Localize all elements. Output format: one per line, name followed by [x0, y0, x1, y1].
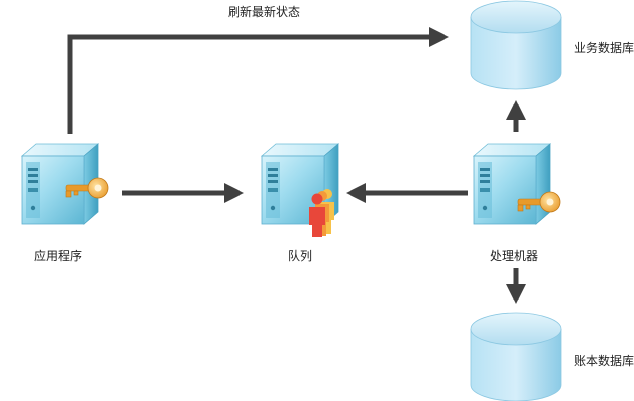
- database-cylinder-icon: [470, 312, 562, 401]
- node-label-processor: 处理机器: [490, 249, 538, 263]
- node-business-db: 业务数据库: [470, 0, 634, 90]
- edge-label-refresh: 刷新最新状态: [228, 4, 300, 19]
- database-cylinder-icon: [470, 0, 562, 90]
- node-label-account-db: 账本数据库: [574, 353, 634, 368]
- node-label-app: 应用程序: [34, 248, 82, 263]
- node-app: 应用程序: [21, 143, 109, 263]
- edges: [67, 27, 526, 304]
- node-processor: 处理机器: [473, 143, 561, 263]
- server-with-people-icon: [261, 143, 339, 237]
- node-queue: 队列: [261, 143, 339, 263]
- node-label-business-db: 业务数据库: [574, 40, 634, 55]
- server-with-key-icon: [21, 143, 109, 225]
- people-icon: [309, 189, 334, 237]
- node-label-queue: 队列: [288, 248, 312, 263]
- edge-refresh-state: [67, 27, 449, 134]
- server-with-key-icon: [473, 143, 561, 225]
- node-account-db: 账本数据库: [470, 312, 634, 401]
